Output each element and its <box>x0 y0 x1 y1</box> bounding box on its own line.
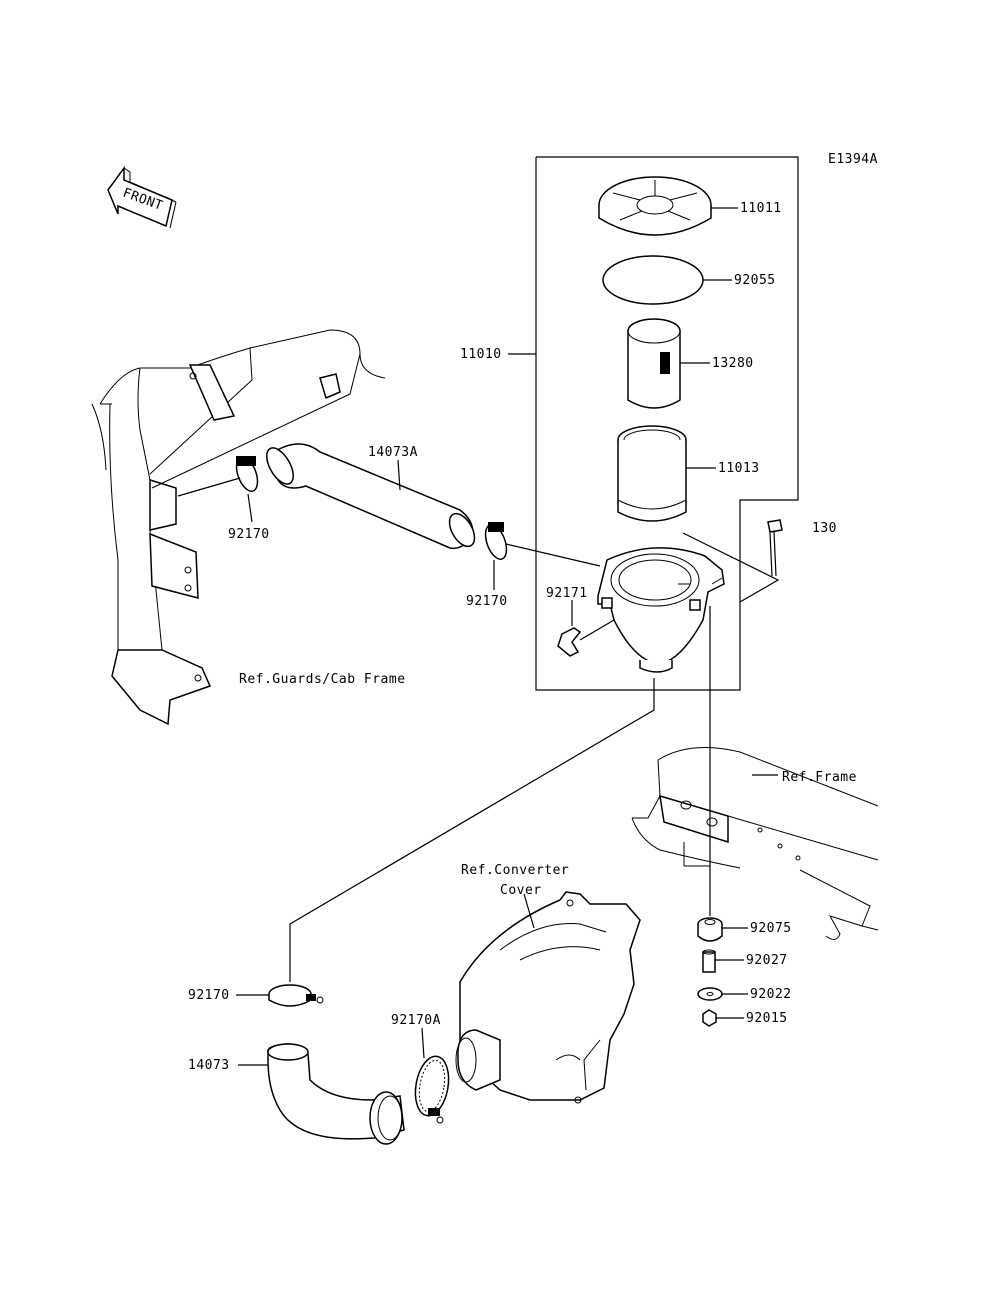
element-11013 <box>617 425 687 522</box>
label-11013: 11013 <box>718 461 760 476</box>
label-92171: 92171 <box>546 586 588 601</box>
o-ring-92055 <box>602 255 704 305</box>
clamp-92170-mid <box>484 522 508 560</box>
housing-body <box>597 547 725 673</box>
label-130: 130 <box>812 521 837 536</box>
label-11010: 11010 <box>460 347 502 362</box>
ref-frame <box>631 747 879 940</box>
clamp-92170A <box>414 1055 450 1124</box>
assembly-box-11010 <box>535 156 799 691</box>
clamp-92170-top <box>235 456 259 492</box>
collar-92027 <box>702 949 716 973</box>
label-92022: 92022 <box>750 987 792 1002</box>
label-14073: 14073 <box>188 1058 230 1073</box>
label-11011: 11011 <box>740 201 782 216</box>
label-13280: 13280 <box>712 356 754 371</box>
guards-cab-frame <box>91 329 386 726</box>
label-92170-bottom: 92170 <box>188 988 230 1003</box>
label-92170-top: 92170 <box>228 527 270 542</box>
label-92170-mid: 92170 <box>466 594 508 609</box>
cover-11011 <box>598 176 712 236</box>
duct-14073 <box>267 1043 405 1145</box>
clip-92171 <box>557 627 582 657</box>
nut-92015 <box>702 1009 717 1027</box>
label-92015: 92015 <box>746 1011 788 1026</box>
label-92027: 92027 <box>746 953 788 968</box>
label-92075: 92075 <box>750 921 792 936</box>
front-arrow-icon: FRONT <box>107 165 177 229</box>
label-ref-frame: Ref.Frame <box>782 770 857 785</box>
label-14073A: 14073A <box>368 445 418 460</box>
converter-cover <box>455 891 641 1104</box>
label-ref-guards-cab-frame: Ref.Guards/Cab Frame <box>239 672 406 687</box>
label-92055: 92055 <box>734 273 776 288</box>
filter-element-13280 <box>627 318 681 409</box>
washer-92022 <box>697 987 723 1001</box>
label-92170A: 92170A <box>391 1013 441 1028</box>
label-ref-converter-1: Ref.Converter <box>461 863 569 878</box>
duct-14073A <box>266 443 476 550</box>
bolt-130 <box>767 519 783 577</box>
grommet-92075 <box>697 917 723 942</box>
clamp-92170-bottom <box>268 984 324 1007</box>
diagram-code: E1394A <box>828 152 878 167</box>
label-ref-converter-2: Cover <box>500 883 542 898</box>
